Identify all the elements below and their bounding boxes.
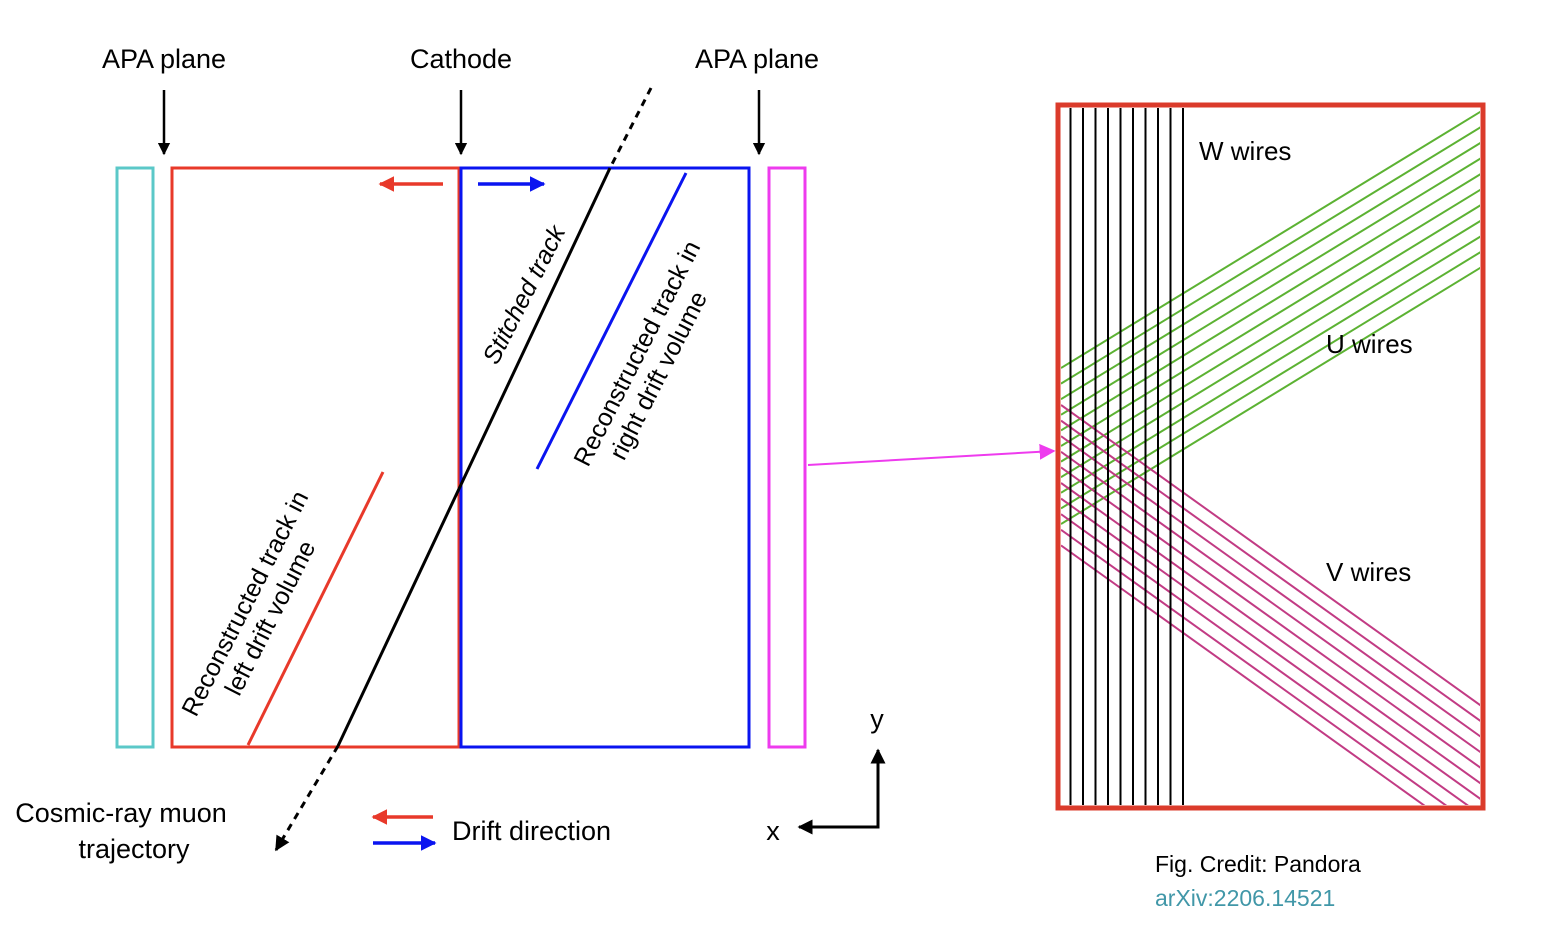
right-drift-volume — [459, 166, 751, 749]
u-wire — [1061, 157, 1480, 416]
v-wire — [1061, 528, 1448, 805]
v-wire — [1061, 513, 1469, 805]
v-wire — [1061, 404, 1480, 707]
v-wire-plane — [1061, 404, 1480, 805]
w-wire-plane — [1069, 108, 1184, 805]
v-wire — [1061, 482, 1480, 785]
w-wires-label: W wires — [1199, 136, 1291, 166]
v-wire — [1061, 450, 1480, 754]
u-wire — [1061, 142, 1480, 401]
v-wire — [1061, 497, 1480, 800]
apa-wire-frame — [1055, 102, 1486, 811]
stitched-track-line — [336, 167, 612, 747]
apa-right-plane — [767, 166, 807, 749]
u-wire — [1061, 251, 1480, 510]
u-wire — [1061, 220, 1480, 479]
apa-left-plane — [115, 166, 155, 749]
apa-zoom-pointer-arrow — [807, 443, 1056, 466]
u-wire — [1061, 126, 1480, 385]
muon-trajectory-dashed-top — [608, 87, 653, 169]
axis-x-label: x — [766, 816, 780, 846]
cathode-label: Cathode — [410, 44, 512, 74]
muon-trajectory-dashed-bottom — [274, 745, 340, 852]
v-wire — [1061, 419, 1480, 722]
left-drift-volume — [170, 166, 461, 749]
u-wire — [1061, 173, 1480, 432]
u-wire — [1061, 204, 1480, 463]
wire-planes — [1061, 108, 1480, 805]
u-wire-plane — [1061, 110, 1480, 525]
xy-axes — [800, 752, 880, 829]
axis-y-label: y — [870, 704, 884, 734]
u-wires-label: U wires — [1326, 329, 1413, 359]
drift-direction-label: Drift direction — [452, 816, 611, 846]
muon-label-line1: Cosmic-ray muon — [15, 798, 227, 828]
v-wire — [1061, 466, 1480, 769]
arxiv-link[interactable]: arXiv:2206.14521 — [1155, 885, 1335, 911]
apa-left-label: APA plane — [102, 44, 226, 74]
v-wires-label: V wires — [1326, 557, 1411, 587]
figure-credit: Fig. Credit: Pandora — [1155, 851, 1361, 877]
u-wire — [1061, 110, 1480, 369]
v-wire — [1061, 544, 1426, 805]
v-wire — [1061, 435, 1480, 738]
muon-label-line2: trajectory — [78, 834, 190, 864]
reconstructed-track-right — [535, 172, 688, 470]
apa-right-label: APA plane — [695, 44, 819, 74]
u-wire — [1061, 235, 1480, 494]
reconstructed-track-left — [246, 471, 385, 746]
u-wire — [1061, 188, 1480, 447]
